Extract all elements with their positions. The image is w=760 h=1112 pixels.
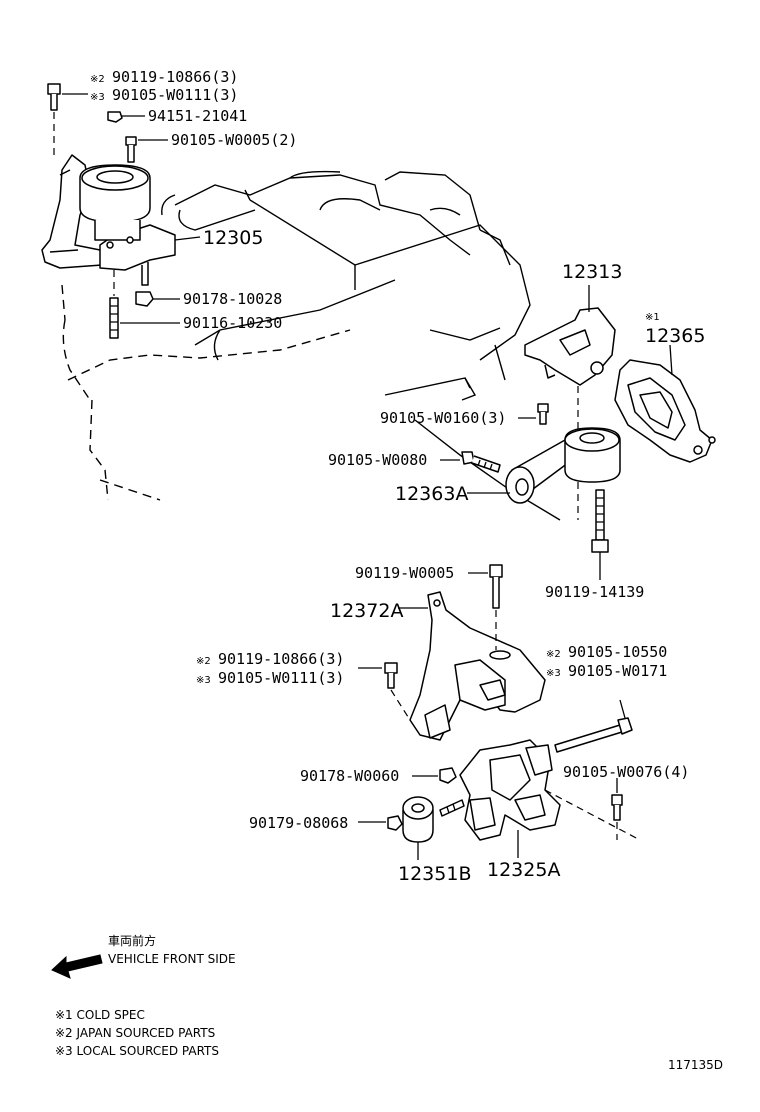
- label-90105-W0111-mid: 90105-W0111(3): [218, 669, 344, 687]
- note-local-sourced: ※3 LOCAL SOURCED PARTS: [55, 1044, 219, 1058]
- engine-mount-12305: [41, 154, 176, 286]
- vehicle-front-english: VEHICLE FRONT SIDE: [108, 952, 236, 966]
- bracket-12372A: [398, 591, 546, 741]
- mark-japan-top: ※2: [90, 74, 105, 85]
- nut-90179-08068-icon: [387, 815, 403, 831]
- nut-90178-10028-icon: [135, 291, 154, 307]
- label-94151-21041: 94151-21041: [148, 107, 247, 125]
- bracket-12325A: [459, 739, 561, 858]
- label-12363A: 12363A: [395, 483, 468, 505]
- mark-local-top: ※3: [90, 92, 105, 103]
- vehicle-front-japanese: 車両前方: [108, 933, 156, 948]
- label-12372A: 12372A: [330, 600, 403, 622]
- engine-outline: [61, 170, 561, 521]
- label-90105-W0076: 90105-W0076(4): [563, 763, 689, 781]
- note-japan-sourced: ※2 JAPAN SOURCED PARTS: [55, 1026, 215, 1040]
- label-90178-W0060: 90178-W0060: [300, 767, 399, 785]
- torque-rod-12363A: [505, 427, 621, 504]
- bracket-12313: [524, 285, 616, 386]
- bolt-90105-10550-icon: [554, 699, 633, 753]
- mark-local-right: ※3: [546, 668, 561, 679]
- label-12351B: 12351B: [398, 863, 471, 885]
- mark-japan-mid: ※2: [196, 656, 211, 667]
- label-90178-10028: 90178-10028: [183, 290, 282, 308]
- stud-90116-10230-icon: [109, 270, 119, 339]
- bolt-90119-W0005-icon: [489, 564, 503, 650]
- insulator-12365: [614, 344, 716, 463]
- label-90119-10866-top: 90119-10866(3): [112, 68, 238, 86]
- label-90105-10550: 90105-10550: [568, 643, 667, 661]
- figure-id: 117135D: [668, 1058, 723, 1072]
- label-12313: 12313: [562, 261, 622, 283]
- label-90179-08068: 90179-08068: [249, 814, 348, 832]
- stud-12325A-icon: [439, 799, 465, 817]
- bushing-12351B: [402, 796, 434, 860]
- label-12365: 12365: [645, 325, 705, 347]
- mark-cold-spec: ※1: [645, 312, 660, 323]
- bolt-90119-14139-icon: [591, 489, 609, 580]
- vehicle-front-arrow-icon: [51, 954, 103, 979]
- label-12305: 12305: [203, 227, 263, 249]
- label-90105-W0005: 90105-W0005(2): [171, 131, 297, 149]
- bolt-90119-10866-mid-icon: [384, 662, 411, 721]
- label-90116-10230: 90116-10230: [183, 314, 282, 332]
- mark-japan-right: ※2: [546, 649, 561, 660]
- nut-94151-icon: [107, 111, 123, 123]
- bolt-90105-W0160-icon: [537, 403, 549, 425]
- label-90119-W0005: 90119-W0005: [355, 564, 454, 582]
- nut-90178-W0060-icon: [439, 767, 457, 784]
- bolt-90105-W0005-icon: [125, 136, 137, 163]
- label-90105-W0080: 90105-W0080: [328, 451, 427, 469]
- note-cold-spec: ※1 COLD SPEC: [55, 1008, 145, 1022]
- bolt-top-left-icon: [47, 83, 61, 155]
- label-90105-W0160: 90105-W0160(3): [380, 409, 506, 427]
- bolt-90105-W0076-icon: [611, 794, 623, 840]
- label-90119-10866-mid: 90119-10866(3): [218, 650, 344, 668]
- label-12325A: 12325A: [487, 859, 560, 881]
- label-90119-14139: 90119-14139: [545, 583, 644, 601]
- mark-local-mid: ※3: [196, 675, 211, 686]
- label-90105-W0111-top: 90105-W0111(3): [112, 86, 238, 104]
- label-90105-W0171: 90105-W0171: [568, 662, 667, 680]
- bolt-90105-W0080-icon: [461, 451, 501, 473]
